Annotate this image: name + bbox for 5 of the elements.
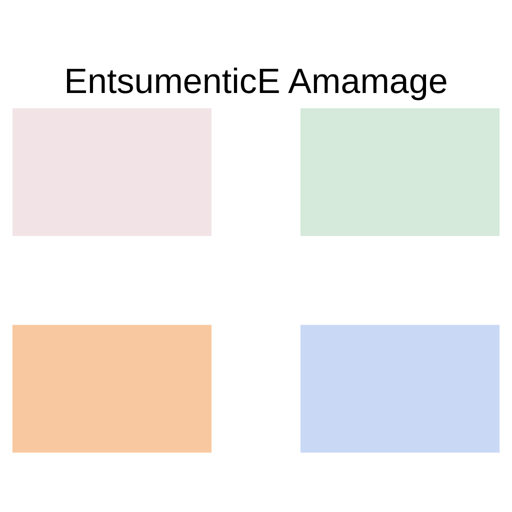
node-box	[12, 324, 212, 453]
node-box	[300, 108, 500, 236]
node-box	[12, 108, 212, 236]
diagram-title: EntsumenticE Amamage	[64, 62, 448, 102]
node-box	[300, 324, 500, 453]
